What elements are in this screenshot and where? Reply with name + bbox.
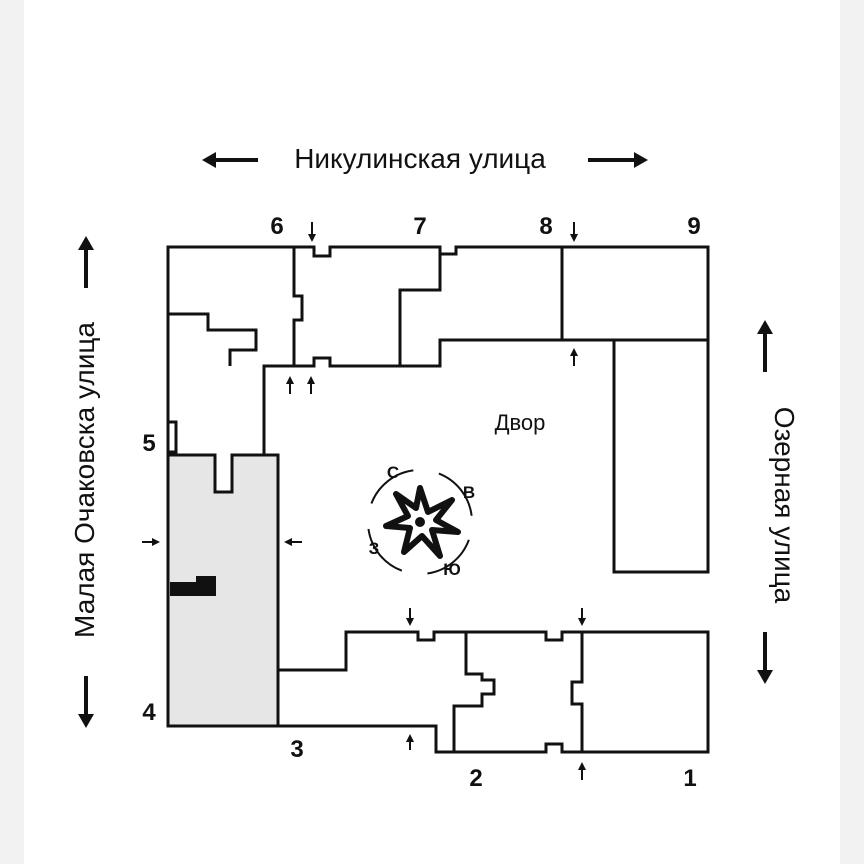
building-number-5: 5: [142, 430, 155, 457]
compass-star-icon: [383, 485, 461, 559]
building-number-9: 9: [687, 213, 700, 240]
compass-west-label: З: [369, 539, 380, 558]
entrance-arrow-icon: [570, 348, 578, 366]
building-1-divider: [570, 632, 584, 752]
entrance-arrow-icon: [570, 222, 578, 242]
building-2-divider: [452, 632, 496, 752]
marker-block: [170, 582, 196, 596]
building-number-2: 2: [469, 765, 482, 792]
entrance-arrow-icon: [578, 608, 586, 626]
south-wing-outline: [278, 630, 710, 754]
entrance-arrow-icon: [578, 762, 586, 780]
entrance-arrow-icon: [142, 538, 160, 546]
street-north-label: Никулинская улица: [294, 143, 546, 174]
building-number-7: 7: [413, 213, 426, 240]
street-east: Озерная улица: [757, 320, 800, 684]
entrance-arrow-icon: [286, 376, 294, 394]
building-6-divider: [292, 247, 304, 366]
entrance-arrow-icon: [406, 608, 414, 626]
marker-block-top: [196, 576, 216, 596]
courtyard-label: Двор: [495, 410, 546, 435]
building-7-divider: [398, 254, 442, 366]
building-number-4: 4: [142, 699, 156, 726]
entrance-arrow-icon: [284, 538, 302, 546]
north-wing-outline: [166, 245, 710, 455]
street-west: Малая Очаковска улица: [69, 236, 100, 728]
building-4-highlight: [166, 453, 280, 728]
entrance-arrow-icon: [307, 376, 315, 394]
street-east-label: Озерная улица: [769, 407, 800, 604]
building-9-east-block: [612, 338, 710, 574]
street-north: Никулинская улица: [202, 143, 648, 174]
building-number-1: 1: [683, 765, 696, 792]
building-number-6: 6: [270, 213, 283, 240]
building-number-3: 3: [290, 736, 303, 763]
compass-north-label: С: [387, 463, 399, 482]
entrance-arrows: [142, 222, 586, 780]
compass-east-label: В: [463, 483, 475, 502]
building-number-8: 8: [539, 213, 552, 240]
compass-south-label: Ю: [443, 560, 461, 579]
street-west-label: Малая Очаковска улица: [69, 322, 100, 638]
compass: С В Ю З: [367, 463, 475, 579]
entrance-arrow-icon: [308, 222, 316, 242]
entrance-arrow-icon: [406, 734, 414, 750]
map-sheet: [24, 0, 840, 864]
building-5-outline: [166, 312, 258, 455]
